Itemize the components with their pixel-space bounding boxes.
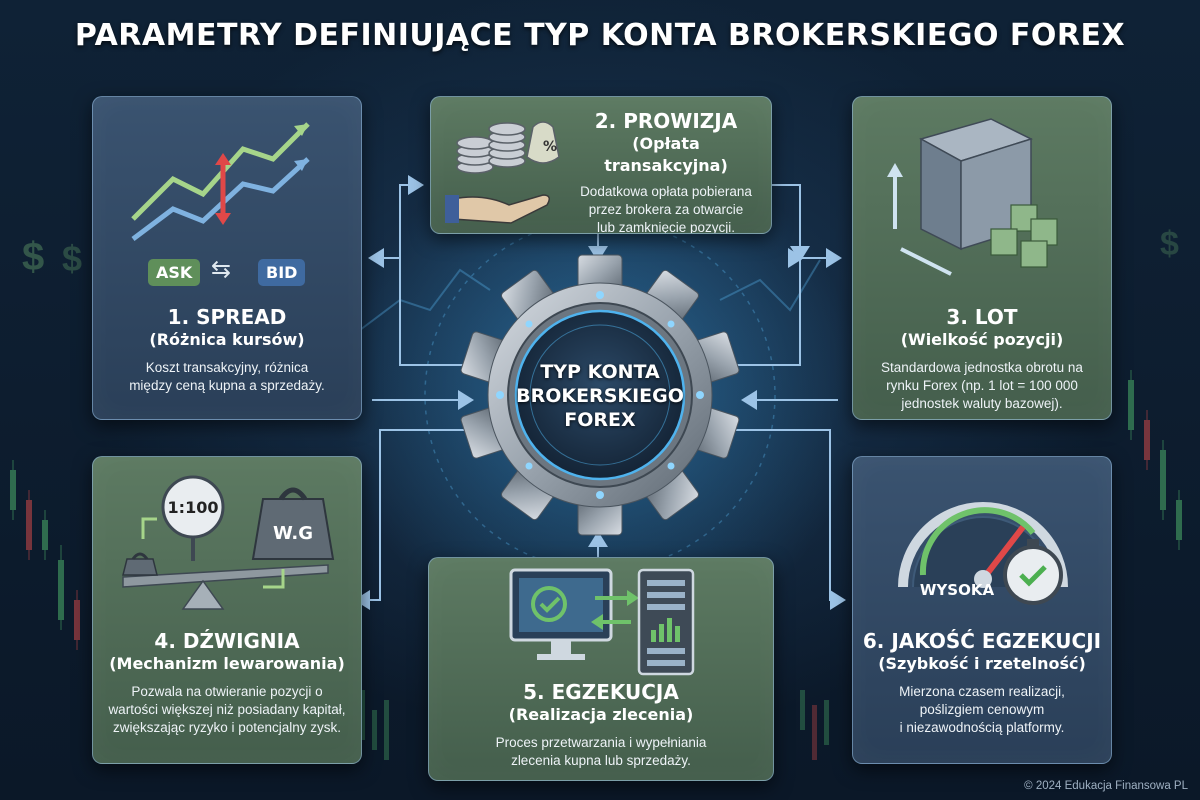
trend-chart-icon	[131, 122, 310, 241]
gauge-label: WYSOKA	[920, 581, 995, 599]
egzekucja-description: Proces przetwarzania i wypełniania zlece…	[495, 735, 707, 768]
dzwignia-heading: 4. DŹWIGNIA	[154, 629, 300, 653]
speedometer-stopwatch-icon: WYSOKA	[898, 502, 1068, 605]
prowizja-subheading: (Opłata transakcyjna)	[604, 134, 728, 175]
lot-heading: 3. LOT	[946, 305, 1018, 329]
card-spread: ASK ⇆ BID 1. SPREAD (Różnica kursów) Kos…	[92, 96, 362, 420]
ratio-label: 1:100	[168, 498, 219, 517]
center-label: TYP KONTA BROKERSKIEGO FOREX	[516, 361, 684, 431]
card-egzekucja: 5. EGZEKUCJA (Realizacja zlecenia) Proce…	[428, 557, 774, 781]
gear-icon	[460, 254, 740, 536]
boxes-icon	[887, 118, 1058, 276]
card-lot: 3. LOT (Wielkość pozycji) Standardowa je…	[852, 96, 1112, 420]
prowizja-heading: 2. PROWIZJA	[594, 109, 738, 133]
lot-description: Standardowa jednostka obrotu na rynku Fo…	[881, 360, 1083, 411]
page-title: PARAMETRY DEFINIUJĄCE TYP KONTA BROKERSK…	[74, 18, 1126, 53]
card-dzwignia: 1:100 W.G 4. DŹWIGNIA (Mechanizm lewarow…	[92, 456, 362, 764]
lot-subheading: (Wielkość pozycji)	[900, 330, 1064, 349]
prowizja-description: Dodatkowa opłata pobierana przez brokera…	[580, 184, 752, 234]
computer-server-icon	[509, 568, 695, 676]
dzwignia-subheading: (Mechanizm lewarowania)	[109, 654, 345, 673]
egzekucja-heading: 5. EGZEKUCJA	[523, 680, 679, 704]
dollar-glyph-right: $	[1160, 225, 1179, 263]
dzwignia-description: Pozwala na otwieranie pozycji o wartości…	[108, 684, 346, 735]
dollar-glyph-left-2: $	[62, 238, 83, 279]
jakosc-subheading: (Szybkość i rzetelność)	[878, 654, 1086, 673]
leverage-scale-icon: 1:100 W.G	[122, 475, 335, 610]
egzekucja-subheading: (Realizacja zlecenia)	[508, 705, 694, 724]
copyright-footer: © 2024 Edukacja Finansowa PL	[1024, 780, 1188, 792]
coins-hand-icon: %	[445, 121, 560, 224]
jakosc-description: Mierzona czasem realizacji, poślizgiem c…	[899, 684, 1065, 735]
card-prowizja: % 2. PROWIZJA (Opłata transakcyjna) Doda…	[430, 96, 772, 234]
spread-description: Koszt transakcyjny, różnica między ceną …	[129, 360, 325, 393]
svg-text:%: %	[543, 139, 557, 155]
weight-label: W.G	[273, 523, 313, 544]
exchange-arrows-icon: ⇆	[211, 256, 232, 283]
dollar-glyph-left-1: $	[22, 235, 45, 279]
spread-subheading: (Różnica kursów)	[149, 330, 305, 349]
bid-badge: BID	[258, 259, 306, 286]
spread-heading: 1. SPREAD	[167, 305, 287, 329]
jakosc-heading: 6. JAKOŚĆ EGZEKUCJI	[862, 629, 1102, 653]
ask-badge: ASK	[148, 259, 201, 286]
card-jakosc: WYSOKA 6. JAKOŚĆ EGZEKUCJI (Szybkość i r…	[852, 456, 1112, 764]
